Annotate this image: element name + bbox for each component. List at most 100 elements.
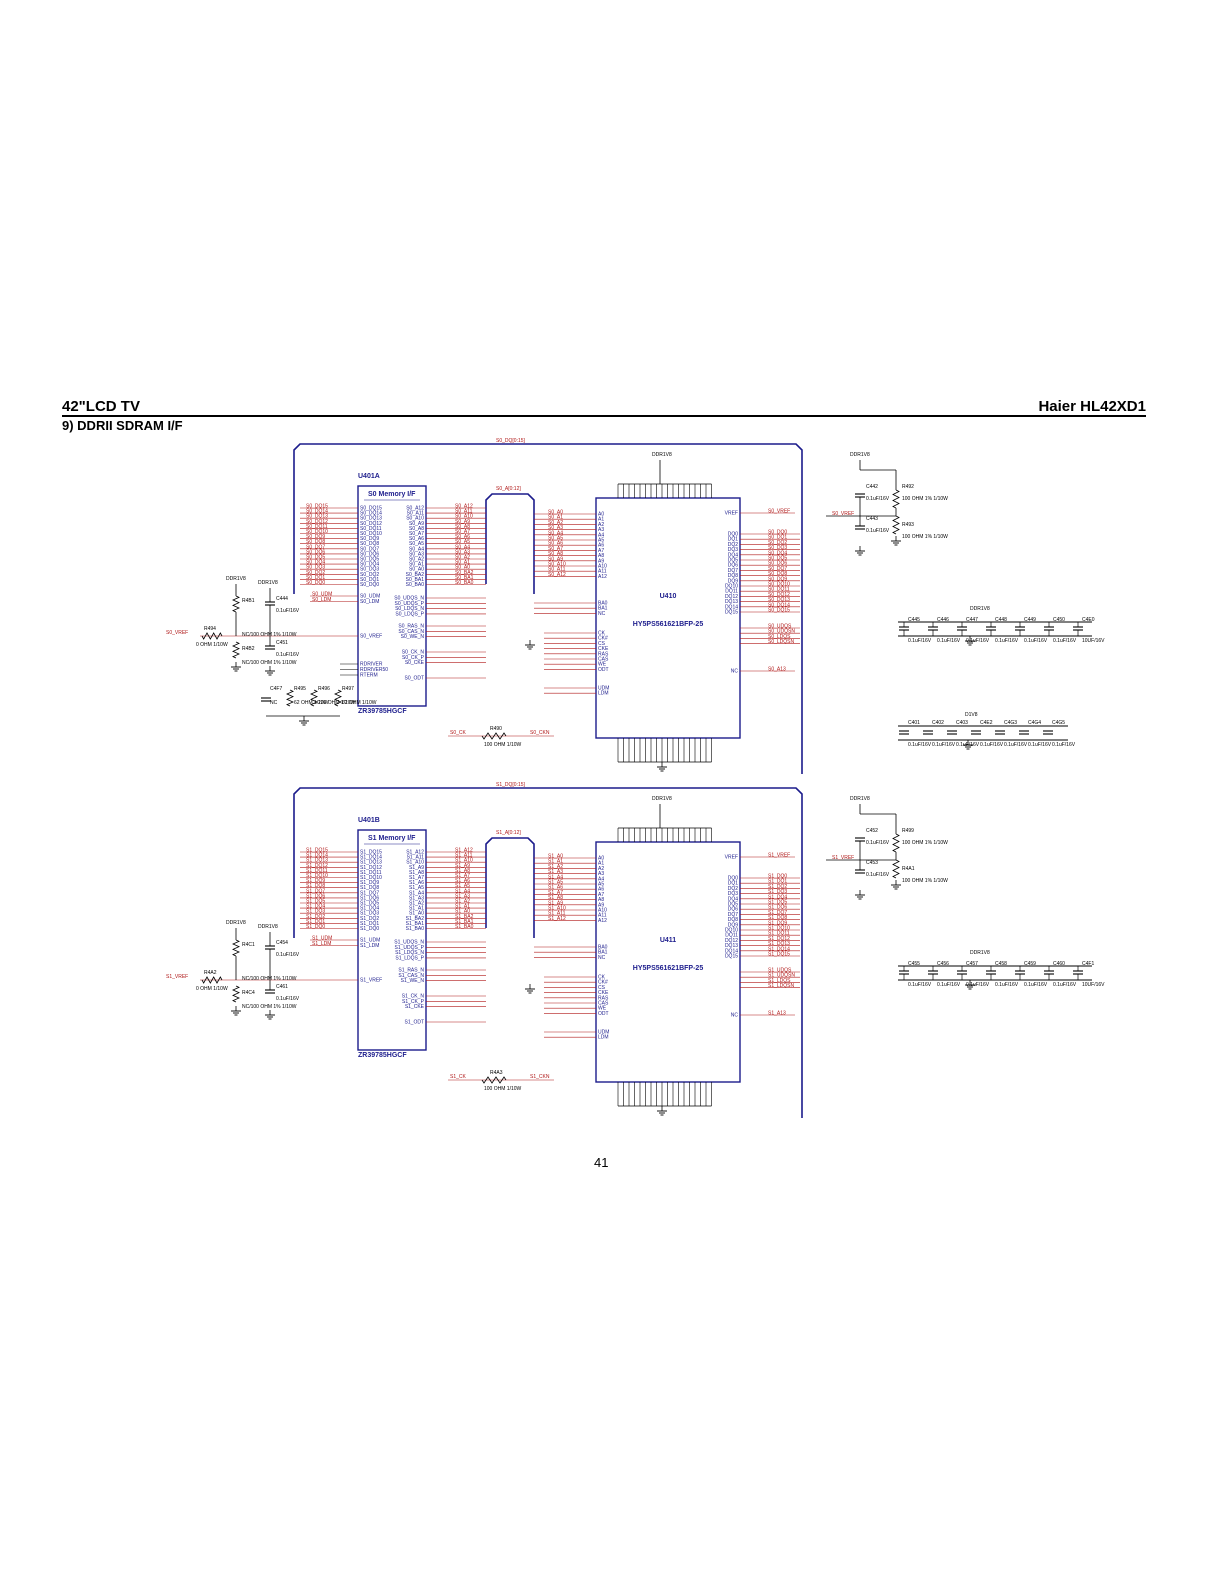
controller-pin-label: S1_DQ5	[360, 901, 379, 907]
controller-pin-label: S1_LDQS_P	[395, 955, 424, 961]
ram-pin-label: DQ8	[728, 573, 739, 579]
controller-pin-label: S1_DQ7	[360, 890, 379, 896]
header-rule	[62, 415, 1146, 417]
ram-pin-label: DQ2	[728, 542, 739, 548]
series-res-ref: R4A2	[204, 970, 217, 976]
addr-bus	[485, 837, 535, 938]
ram-pin-label: A3	[598, 527, 604, 533]
ram-dq-label: S0_DQ0	[768, 530, 787, 536]
vref-divider-resistor	[892, 489, 900, 509]
controller-pin-label: S1_DQ1	[360, 921, 379, 927]
ram-dq-label: S0_DQ13	[768, 597, 790, 603]
ram-pin-label: UDM	[598, 686, 609, 692]
controller-pin-label: S0_UDQS_P	[395, 601, 425, 607]
ram-pin-label: UDM	[598, 1030, 609, 1036]
decap-ref: C4G3	[1004, 720, 1017, 726]
ram-addr-net-label: S1_A3	[548, 869, 563, 875]
ram-pin-label: BA0	[598, 601, 608, 607]
dq-net-label: S0_DQ10	[306, 529, 328, 535]
clock-net-label: S0_CKN	[530, 730, 550, 736]
ram-vref-label: S1_VREF	[768, 853, 790, 859]
ram-pin-label: A5	[598, 882, 604, 888]
dq-net-label: S0_DQ14	[306, 509, 328, 515]
ram-pin-label: DQ10	[725, 928, 738, 934]
ram-pin-label: DQ0	[728, 876, 739, 882]
rterm-value: NC	[270, 700, 278, 706]
controller-pin-label: S1_BA2	[406, 916, 425, 922]
left-cap-ref: C444	[276, 596, 288, 602]
series-res-ref: R494	[204, 626, 216, 632]
controller-pin-label: S1_DQ10	[360, 875, 382, 881]
controller-pin-label: S1_A5	[409, 885, 424, 891]
ram-pin-label: A9	[598, 902, 604, 908]
left-cap-value: 0.1uF/16V	[276, 652, 300, 658]
supply-label: DDR1V8	[258, 924, 278, 930]
ram-pin-label: DQ4	[728, 896, 739, 902]
ram-addr-net-label: S1_A0	[548, 854, 563, 860]
controller-pin-label: S0_DQ10	[360, 531, 382, 537]
decap-ref: C446	[937, 617, 949, 623]
addr-net-label: S1_A6	[455, 878, 470, 884]
ram-pin-label: A6	[598, 543, 604, 549]
divider-res-value: 100 OHM 1% 1/10W	[902, 840, 948, 846]
dq-net-label: S1_DQ10	[306, 873, 328, 879]
dm-net-label: S1_LDM	[312, 941, 331, 947]
ram-pin-label: VREF	[725, 855, 738, 861]
addr-net-label: S0_A1	[455, 560, 470, 566]
addr-net-label: S1_BA1	[455, 919, 474, 925]
rterm-ref: C4F7	[270, 686, 282, 692]
rterm-resistor	[334, 689, 342, 707]
controller-title: S0 Memory I/F	[368, 491, 416, 498]
decap-ref: C402	[932, 720, 944, 726]
left-res-ref: R4B1	[242, 598, 255, 604]
addr-net-label: S0_A4	[455, 544, 470, 550]
decap-value: 0.1uF/16V	[1024, 982, 1048, 988]
controller-pin-label: S0_A1	[409, 562, 424, 568]
ram-pin-label: DQ13	[725, 943, 738, 949]
ram-strobe-label: S0_LDQSN	[768, 639, 795, 645]
page-number: 41	[594, 1155, 609, 1170]
controller-pin-label: S0_WE_N	[401, 634, 425, 640]
supply-label: D1V8	[965, 712, 978, 718]
ddr-chip-ref: U410	[660, 593, 677, 600]
ram-dq-label: S1_DQ15	[768, 952, 790, 958]
controller-pin-label: S1_WE_N	[401, 978, 425, 984]
ram-pin-label: A5	[598, 538, 604, 544]
dq-net-label: S1_DQ7	[306, 888, 325, 894]
ram-addr-net-label: S1_A4	[548, 874, 563, 880]
controller-part: ZR39785HGCF	[358, 708, 407, 715]
addr-bus	[485, 493, 535, 594]
vref-cap-value: 0.1uF/16V	[866, 840, 890, 846]
decap-ref: C4G4	[1028, 720, 1041, 726]
controller-pin-label: S1_DQ12	[360, 865, 382, 871]
series-res-value: 0 OHM 1/10W	[196, 642, 228, 648]
controller-pin-label: S1_A9	[409, 865, 424, 871]
controller-pin-label: S0_DQ6	[360, 551, 379, 557]
supply-label: DDR1V8	[652, 452, 672, 458]
decap-ref: C449	[1024, 617, 1036, 623]
addr-net-label: S0_A11	[455, 509, 473, 515]
ram-pin-label: A8	[598, 553, 604, 559]
ram-pin-label: CK#	[598, 980, 608, 986]
controller-pin-label: S0_UDM	[360, 594, 380, 600]
ram-strobe-label: S1_LDQS	[768, 978, 791, 984]
controller-pin-label: S1_A12	[406, 850, 424, 856]
clock-term-ref: R490	[490, 726, 502, 732]
decap-ref: C445	[908, 617, 920, 623]
rterm-resistor	[310, 689, 318, 707]
ram-pin-label: NC	[598, 611, 606, 617]
decap-ref: C455	[908, 961, 920, 967]
ram-dq-label: S0_DQ2	[768, 540, 787, 546]
controller-ref: U401B	[358, 817, 380, 824]
controller-pin-label: S0_VREF	[360, 634, 382, 640]
dq-net-label: S1_DQ12	[306, 863, 328, 869]
ram-dq-label: S1_DQ4	[768, 894, 787, 900]
controller-title: S1 Memory I/F	[368, 835, 416, 842]
dq-net-label: S0_DQ0	[306, 580, 325, 586]
ram-dq-label: S0_DQ14	[768, 602, 790, 608]
ram-dq-label: S1_DQ3	[768, 889, 787, 895]
decap-ref: C457	[966, 961, 978, 967]
controller-pin-label: S0_DQ1	[360, 577, 379, 583]
rterm-ref: R497	[342, 686, 354, 692]
ram-dq-label: S1_DQ10	[768, 926, 790, 932]
